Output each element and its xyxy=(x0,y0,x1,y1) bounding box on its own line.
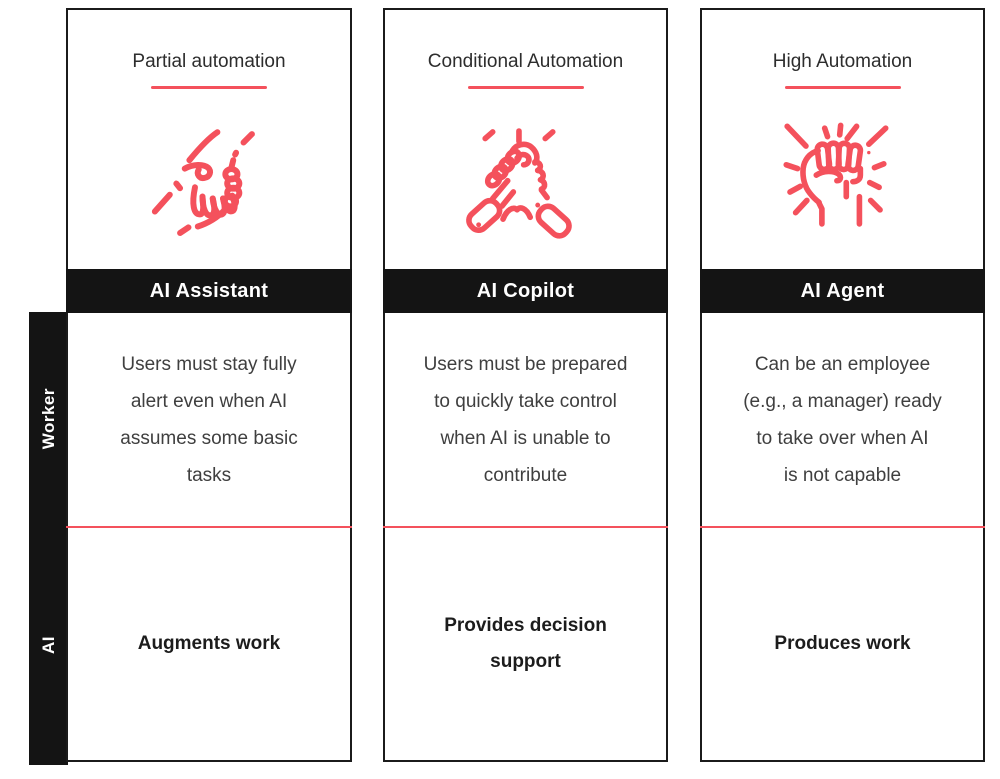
worker-description: Users must be prepared to quickly take c… xyxy=(423,353,628,486)
title-underline xyxy=(467,86,584,89)
role-band: AI Assistant xyxy=(66,269,352,313)
worker-description: Can be an employee (e.g., a manager) rea… xyxy=(743,353,942,486)
handshake-clasp-icon xyxy=(465,128,572,239)
helping-hand-icon xyxy=(151,129,255,236)
axis-label-worker: Worker xyxy=(38,387,58,450)
ai-description: Provides decision support xyxy=(444,615,607,672)
card-ai-copilot: Conditional Automation xyxy=(383,8,668,762)
axis-label-ai: AI xyxy=(38,636,58,654)
worker-description-zone: Users must be prepared to quickly take c… xyxy=(385,313,666,526)
ai-description: Augments work xyxy=(137,633,281,654)
worker-description-zone: Users must stay fully alert even when AI… xyxy=(68,313,350,526)
automation-level-title: Partial automation xyxy=(132,51,286,72)
worker-ai-divider xyxy=(700,526,985,528)
ai-description: Produces work xyxy=(774,633,911,654)
title-underline xyxy=(151,86,267,89)
automation-level-title: High Automation xyxy=(772,51,913,72)
card-ai-agent: High Automation xyxy=(700,8,985,762)
card-ai-assistant: Partial automation xyxy=(66,8,352,762)
icon-area xyxy=(385,108,666,260)
worker-description-zone: Can be an employee (e.g., a manager) rea… xyxy=(702,313,983,526)
role-label: AI Agent xyxy=(800,279,885,302)
role-band: AI Agent xyxy=(700,269,985,313)
icon-area xyxy=(68,108,350,260)
worker-ai-divider xyxy=(66,526,352,528)
role-label: AI Copilot xyxy=(476,279,575,302)
role-label: AI Assistant xyxy=(149,279,269,302)
title-underline xyxy=(784,86,901,89)
icon-area xyxy=(702,108,983,260)
raised-fist-icon xyxy=(782,122,888,227)
worker-ai-divider xyxy=(383,526,668,528)
axis-row-worker: Worker xyxy=(29,312,68,525)
worker-ai-axis-rail: Worker AI xyxy=(29,312,68,765)
ai-description-zone: Produces work xyxy=(702,528,983,760)
ai-description-zone: Augments work xyxy=(68,528,350,760)
ai-description-zone: Provides decision support xyxy=(385,528,666,760)
automation-level-title: Conditional Automation xyxy=(427,51,624,72)
axis-row-ai: AI xyxy=(29,525,68,765)
role-band: AI Copilot xyxy=(383,269,668,313)
worker-description: Users must stay fully alert even when AI… xyxy=(120,353,298,486)
